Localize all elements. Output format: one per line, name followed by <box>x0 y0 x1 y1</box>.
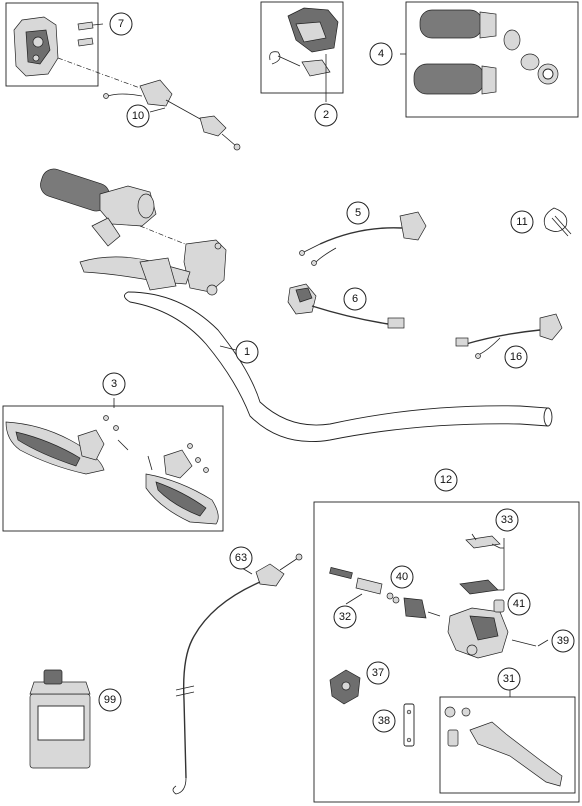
svg-text:39: 39 <box>557 635 569 647</box>
callout-99: 99 <box>98 688 122 712</box>
svg-text:16: 16 <box>510 351 522 363</box>
callout-6: 6 <box>343 287 367 311</box>
svg-text:12: 12 <box>440 474 452 486</box>
callout-3: 3 <box>102 372 126 396</box>
callout-63: 63 <box>229 546 253 570</box>
callout-39: 39 <box>551 629 575 653</box>
callout-38: 38 <box>372 709 396 733</box>
svg-text:31: 31 <box>503 673 515 685</box>
part-right-switch <box>287 283 405 329</box>
svg-text:2: 2 <box>323 109 329 121</box>
svg-text:40: 40 <box>396 571 408 583</box>
svg-text:1: 1 <box>244 346 250 358</box>
callout-4: 4 <box>369 42 393 66</box>
part-clutch-hose <box>172 553 303 795</box>
callout-16: 16 <box>504 345 528 369</box>
group-box-lever <box>439 696 576 794</box>
callout-12: 12 <box>434 468 458 492</box>
part-cover <box>269 7 339 102</box>
part-fluid-can <box>29 669 91 769</box>
svg-text:5: 5 <box>355 207 361 219</box>
part-handguards <box>5 398 219 525</box>
callout-40: 40 <box>390 565 414 589</box>
svg-text:10: 10 <box>132 110 144 122</box>
callout-32: 32 <box>333 605 357 629</box>
callout-37: 37 <box>366 661 390 685</box>
svg-text:38: 38 <box>378 715 390 727</box>
group-box-throttle-switch <box>5 2 99 87</box>
svg-text:11: 11 <box>516 216 527 228</box>
group-box-handguards <box>2 405 224 532</box>
part-handlebar <box>124 291 553 443</box>
svg-text:63: 63 <box>235 552 247 564</box>
part-reservoir-cover <box>459 533 505 595</box>
callout-31: 31 <box>497 667 521 691</box>
svg-text:41: 41 <box>513 598 525 610</box>
callout-10: 10 <box>126 104 150 128</box>
svg-text:33: 33 <box>501 514 513 526</box>
svg-text:4: 4 <box>378 48 384 60</box>
callout-7: 7 <box>109 12 133 36</box>
callout-5: 5 <box>346 201 370 225</box>
part-left-control-assembly <box>40 168 227 296</box>
svg-text:3: 3 <box>111 378 117 390</box>
callout-41: 41 <box>507 592 531 616</box>
group-box-clutch-master <box>313 501 580 803</box>
callout-2: 2 <box>314 103 338 127</box>
part-piston-kit <box>329 567 441 619</box>
svg-text:32: 32 <box>339 611 351 623</box>
part-kill-switch <box>455 313 563 359</box>
part-clamp <box>329 669 361 705</box>
part-pin <box>403 703 415 747</box>
svg-text:37: 37 <box>372 667 384 679</box>
callout-11: 11 <box>510 210 534 234</box>
part-throttle-switch-housing <box>13 16 141 89</box>
svg-text:6: 6 <box>352 293 358 305</box>
callout-33: 33 <box>495 508 519 532</box>
group-box-grips <box>405 1 579 118</box>
svg-text:7: 7 <box>118 18 124 30</box>
part-throttle-cable <box>103 79 241 151</box>
svg-text:99: 99 <box>104 694 116 706</box>
callout-1: 1 <box>235 340 259 364</box>
group-box-cover <box>260 1 344 94</box>
part-master-cylinder <box>447 599 549 659</box>
part-cable-tie <box>543 207 572 237</box>
part-grips <box>400 9 559 95</box>
part-left-switch <box>299 211 427 266</box>
part-clutch-lever <box>444 690 563 787</box>
